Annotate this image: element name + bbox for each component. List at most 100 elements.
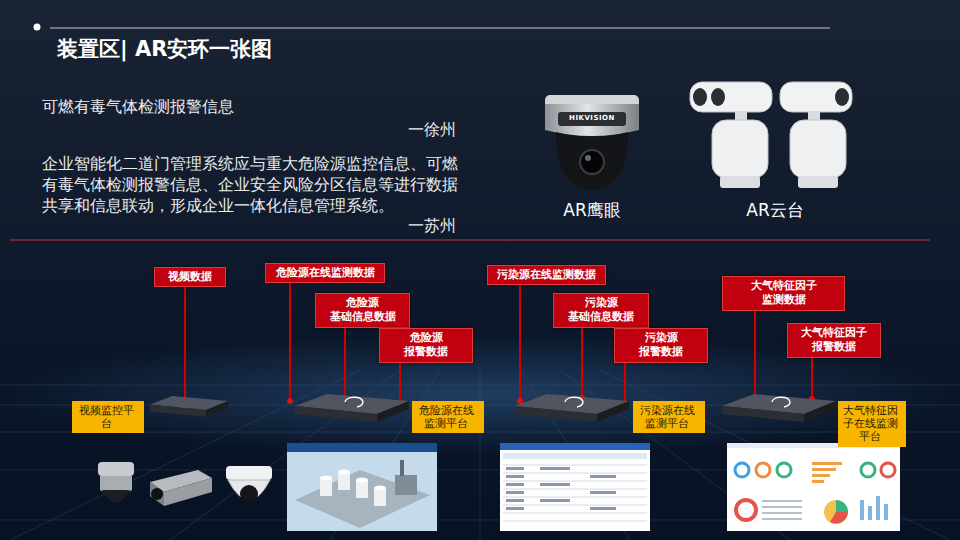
- leader-lines-part: [184, 280, 186, 405]
- surveillance-cameras-part: [151, 488, 163, 500]
- camera-label: AR云台: [720, 199, 830, 222]
- hazard-platform-screenshot-part: [295, 470, 430, 528]
- hazard-platform-screenshot-part: [400, 460, 404, 476]
- air-platform-screenshot-part: [881, 463, 895, 477]
- ar-ptz-camera-part: [780, 82, 852, 112]
- platform-device: [150, 396, 228, 417]
- air-platform-screenshot: [727, 443, 900, 531]
- pollution-platform-screenshot-part-part: [503, 489, 647, 490]
- surveillance-cameras-part: [164, 478, 212, 506]
- ar-ptz-camera-part: [798, 176, 838, 188]
- pollution-platform-screenshot-part: [503, 453, 647, 459]
- surveillance-cameras-part: [98, 462, 134, 476]
- platform-device-part: [377, 401, 409, 422]
- pollution-platform-screenshot-part-part: [590, 507, 616, 510]
- pollution-platform-screenshot-part-part: [503, 473, 647, 474]
- air-platform-screenshot-part: [735, 463, 749, 477]
- air-platform-screenshot-part: [861, 463, 875, 477]
- air-platform-screenshot-part-part: [762, 518, 802, 520]
- air-platform-screenshot-part-part: [812, 468, 836, 471]
- header-decoration-part: [34, 24, 41, 31]
- surveillance-cameras-part: [150, 482, 164, 506]
- pollution-platform-screenshot-part-part: [506, 475, 524, 478]
- pollution-platform-screenshot-part-part: [503, 497, 647, 498]
- platform-device-part: [804, 401, 836, 422]
- platform-label: 视频监控平台: [72, 401, 144, 433]
- camera-label: AR鹰眼: [540, 199, 644, 222]
- platform-label: 大气特征因子在线监测平台: [838, 401, 906, 447]
- ar-eagle-eye-camera-part: [558, 112, 626, 126]
- platform-device-part: [565, 397, 583, 407]
- ar-ptz-camera-part: [712, 120, 768, 178]
- data-tag-text: 危险源在线监测数据: [276, 266, 375, 280]
- air-platform-screenshot-part: [756, 463, 770, 477]
- ar-ptz-camera-part: [690, 82, 772, 112]
- data-tag: 污染源 基础信息数据: [553, 293, 649, 328]
- air-platform-screenshot-part: [777, 463, 791, 477]
- platform-device-part: [772, 397, 790, 407]
- air-platform-screenshot-part: [824, 500, 848, 524]
- platform-device: [722, 394, 836, 422]
- leader-lines-part: [519, 275, 521, 401]
- hazard-platform-screenshot-part: [320, 476, 332, 481]
- data-tag: 污染源 报警数据: [614, 328, 708, 363]
- data-tag-text: 污染源 基础信息数据: [561, 296, 641, 325]
- leader-lines-part: [287, 398, 293, 404]
- ar-ptz-camera-part: [720, 176, 760, 188]
- source-note: 一徐州: [408, 120, 456, 141]
- ar-eagle-eye-camera-part: [556, 132, 628, 190]
- hazard-platform-screenshot-part: [287, 443, 437, 452]
- hazard-platform-screenshot-part: [338, 472, 350, 490]
- platform-label-text: 大气特征因子在线监测平台: [842, 404, 898, 444]
- ar-ptz-camera-part: [693, 88, 707, 106]
- hazard-platform-screenshot-part: [338, 470, 350, 475]
- surveillance-cameras-part: [102, 490, 130, 503]
- air-platform-screenshot-part-part: [762, 506, 802, 508]
- data-tag: 污染源在线监测数据: [487, 265, 606, 285]
- ar-eagle-eye-camera-part: [545, 104, 639, 136]
- grid-floor: [0, 335, 960, 540]
- platform-device-part: [515, 406, 597, 422]
- hazard-platform-screenshot-part: [374, 488, 386, 506]
- pollution-platform-screenshot-part: [500, 443, 650, 531]
- ar-eagle-eye-camera-part: [585, 155, 591, 161]
- platform-device-part: [345, 397, 363, 407]
- source-note: 一苏州: [408, 216, 456, 237]
- pollution-platform-screenshot-part-part: [506, 483, 524, 486]
- pollution-platform-screenshot-part-part: [590, 475, 616, 478]
- header-decoration: [34, 24, 831, 31]
- grid-floor-part: [600, 370, 950, 540]
- platform-device: [515, 394, 629, 422]
- air-platform-screenshot-part: [830, 512, 848, 524]
- surveillance-cameras-part: [226, 466, 272, 480]
- data-tag: 大气特征因子 监测数据: [722, 276, 845, 311]
- hazard-platform-screenshot-part: [374, 486, 386, 491]
- ar-eagle-eye-camera-part: [580, 150, 604, 174]
- air-platform-screenshot-part: [860, 496, 888, 520]
- info-line: 可燃有毒气体检测报警信息: [42, 97, 234, 118]
- grid-floor-part: [480, 370, 481, 540]
- hazard-platform-screenshot: [287, 443, 437, 531]
- data-tag-text: 危险源 报警数据: [391, 331, 461, 360]
- air-platform-screenshot-part-part: [812, 462, 842, 465]
- pollution-platform-screenshot-part-part: [506, 491, 524, 494]
- pollution-platform-screenshot-part-part: [590, 491, 616, 494]
- pollution-platform-screenshot-part-part: [506, 467, 524, 470]
- pollution-platform-screenshot-part-part: [506, 499, 524, 502]
- leader-lines-part: [289, 275, 291, 401]
- air-platform-screenshot-part-part: [812, 474, 830, 477]
- air-platform-screenshot-part-part: [762, 512, 802, 514]
- leader-lines-part: [517, 398, 523, 404]
- hazard-platform-screenshot-part: [395, 475, 417, 495]
- air-platform-screenshot-part-part: [884, 504, 888, 520]
- hazard-platform-screenshot-part: [287, 443, 437, 531]
- platform-label-text: 危险源在线监测平台: [416, 404, 476, 430]
- air-platform-screenshot-part: [812, 462, 842, 483]
- air-platform-screenshot-part-part: [868, 506, 872, 520]
- hazard-platform-screenshot-part: [356, 480, 368, 498]
- data-tag-text: 危险源 基础信息数据: [323, 296, 403, 325]
- platform-device-part: [295, 406, 377, 422]
- air-platform-screenshot-part: [727, 443, 900, 531]
- pollution-platform-screenshot-part-part: [503, 521, 647, 522]
